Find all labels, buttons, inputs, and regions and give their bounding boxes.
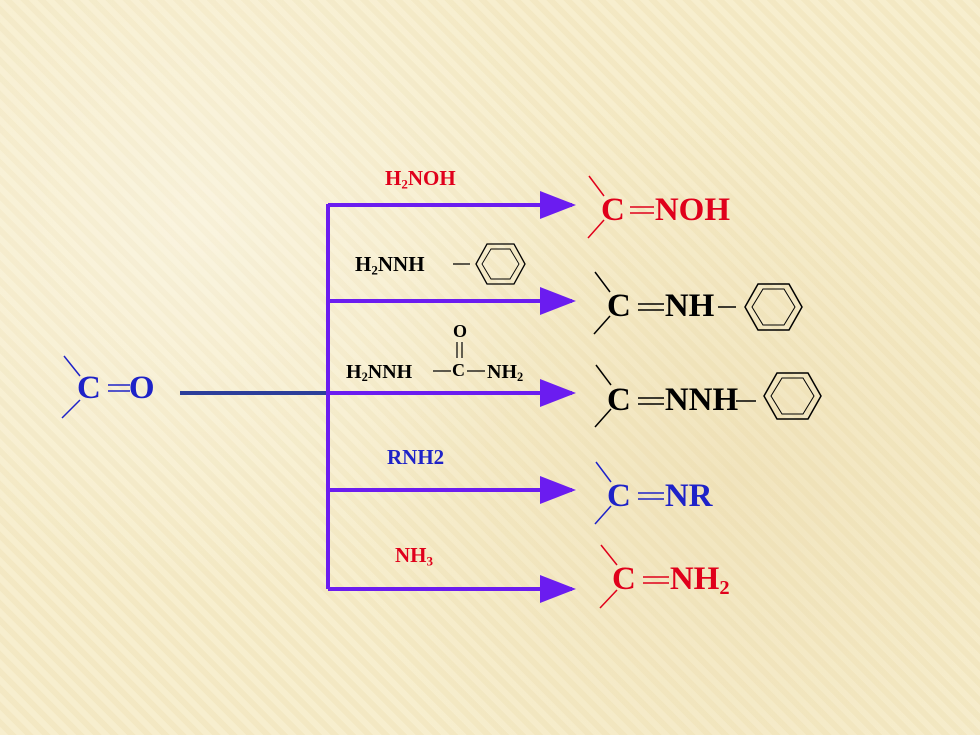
semicarbazide-bonds xyxy=(433,342,485,372)
hydrazone-bonds xyxy=(593,271,736,335)
semicarbazide-carbon: C xyxy=(452,360,465,380)
reagent-hydroxylamine: H2NOH xyxy=(385,166,456,192)
reactant-oxygen: O xyxy=(128,370,155,406)
reactant-carbon: C xyxy=(77,370,101,406)
amine-product-bonds xyxy=(599,544,669,609)
benzene-ring-icon xyxy=(763,372,822,420)
reagent-ammonia: NH3 xyxy=(395,543,434,569)
benzene-ring-icon xyxy=(744,283,803,331)
reagent-phenylhydrazine: H2NNH xyxy=(355,252,425,278)
semicarbazone-bonds xyxy=(594,364,756,428)
reagent-semicarbazide-left: H2NNH xyxy=(346,361,413,385)
oxime-bonds xyxy=(587,175,654,239)
reagent-semicarbazide-right: NH2 xyxy=(487,361,524,385)
benzene-ring-inner xyxy=(481,248,520,280)
benzene-ring-icon xyxy=(475,243,526,285)
imine-bonds xyxy=(594,461,664,525)
reagent-amine: RNH2 xyxy=(387,445,445,469)
semicarbazide-carbonyl-oxygen: O xyxy=(453,321,468,341)
benzene-ring-inner xyxy=(751,288,796,326)
benzene-ring-inner xyxy=(770,377,815,415)
reactant-bonds xyxy=(61,355,130,419)
